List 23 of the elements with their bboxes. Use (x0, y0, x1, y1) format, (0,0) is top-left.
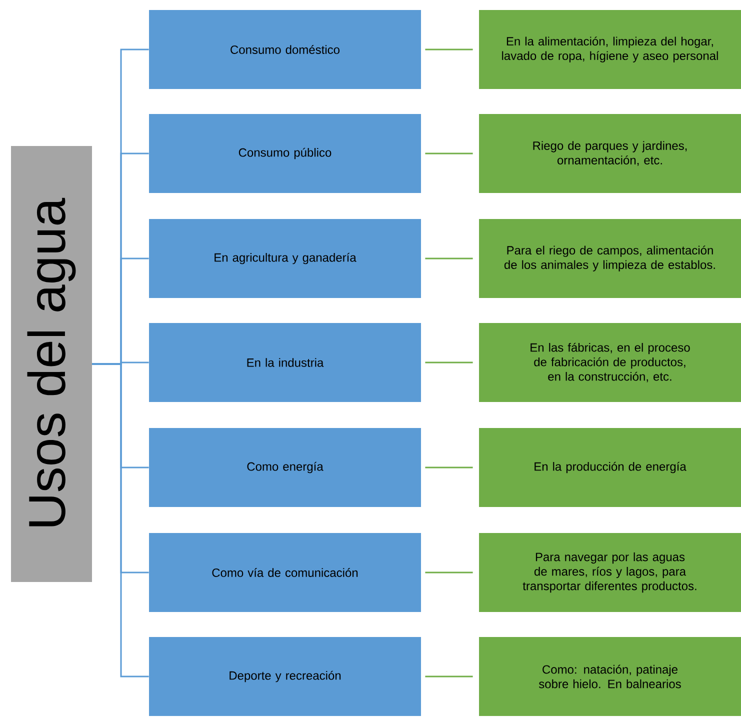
connector-line (425, 572, 473, 574)
category-box: Deporte y recreación (149, 637, 421, 716)
description-box: En las fábricas, en el proceso de fabricación de productos, en la construcción, etc. (479, 323, 741, 402)
description-box: En la alimentación, limpieza del hogar, lavado de ropa, hígiene y aseo personal (479, 10, 741, 89)
category-box: Como vía de comunicación (149, 533, 421, 612)
category-box: En agricultura y ganadería (149, 219, 421, 298)
title-box: Usos del agua (11, 146, 92, 582)
description-box: Como: natación, patinaje sobre hielo. En balnearios (479, 637, 741, 716)
connector-line (425, 258, 473, 260)
description-box: Riego de parques y jardines, ornamentación, etc. (479, 114, 741, 193)
category-box: Consumo público (149, 114, 421, 193)
category-box: Consumo doméstico (149, 10, 421, 89)
connector-line (425, 676, 473, 678)
connector-line (425, 152, 473, 154)
description-box: Para navegar por las aguas de mares, ríos y lagos, para transportar diferentes productos. (479, 533, 741, 612)
connector-line (425, 362, 473, 364)
description-box: Para el riego de campos, alimentación de los animales y limpieza de establos. (479, 219, 741, 298)
description-box: En la producción de energía (479, 428, 741, 507)
connector-line (425, 48, 473, 50)
category-box: En la industria (149, 323, 421, 402)
connector-line (425, 466, 473, 468)
category-box: Como energía (149, 428, 421, 507)
connector-line (92, 363, 149, 678)
